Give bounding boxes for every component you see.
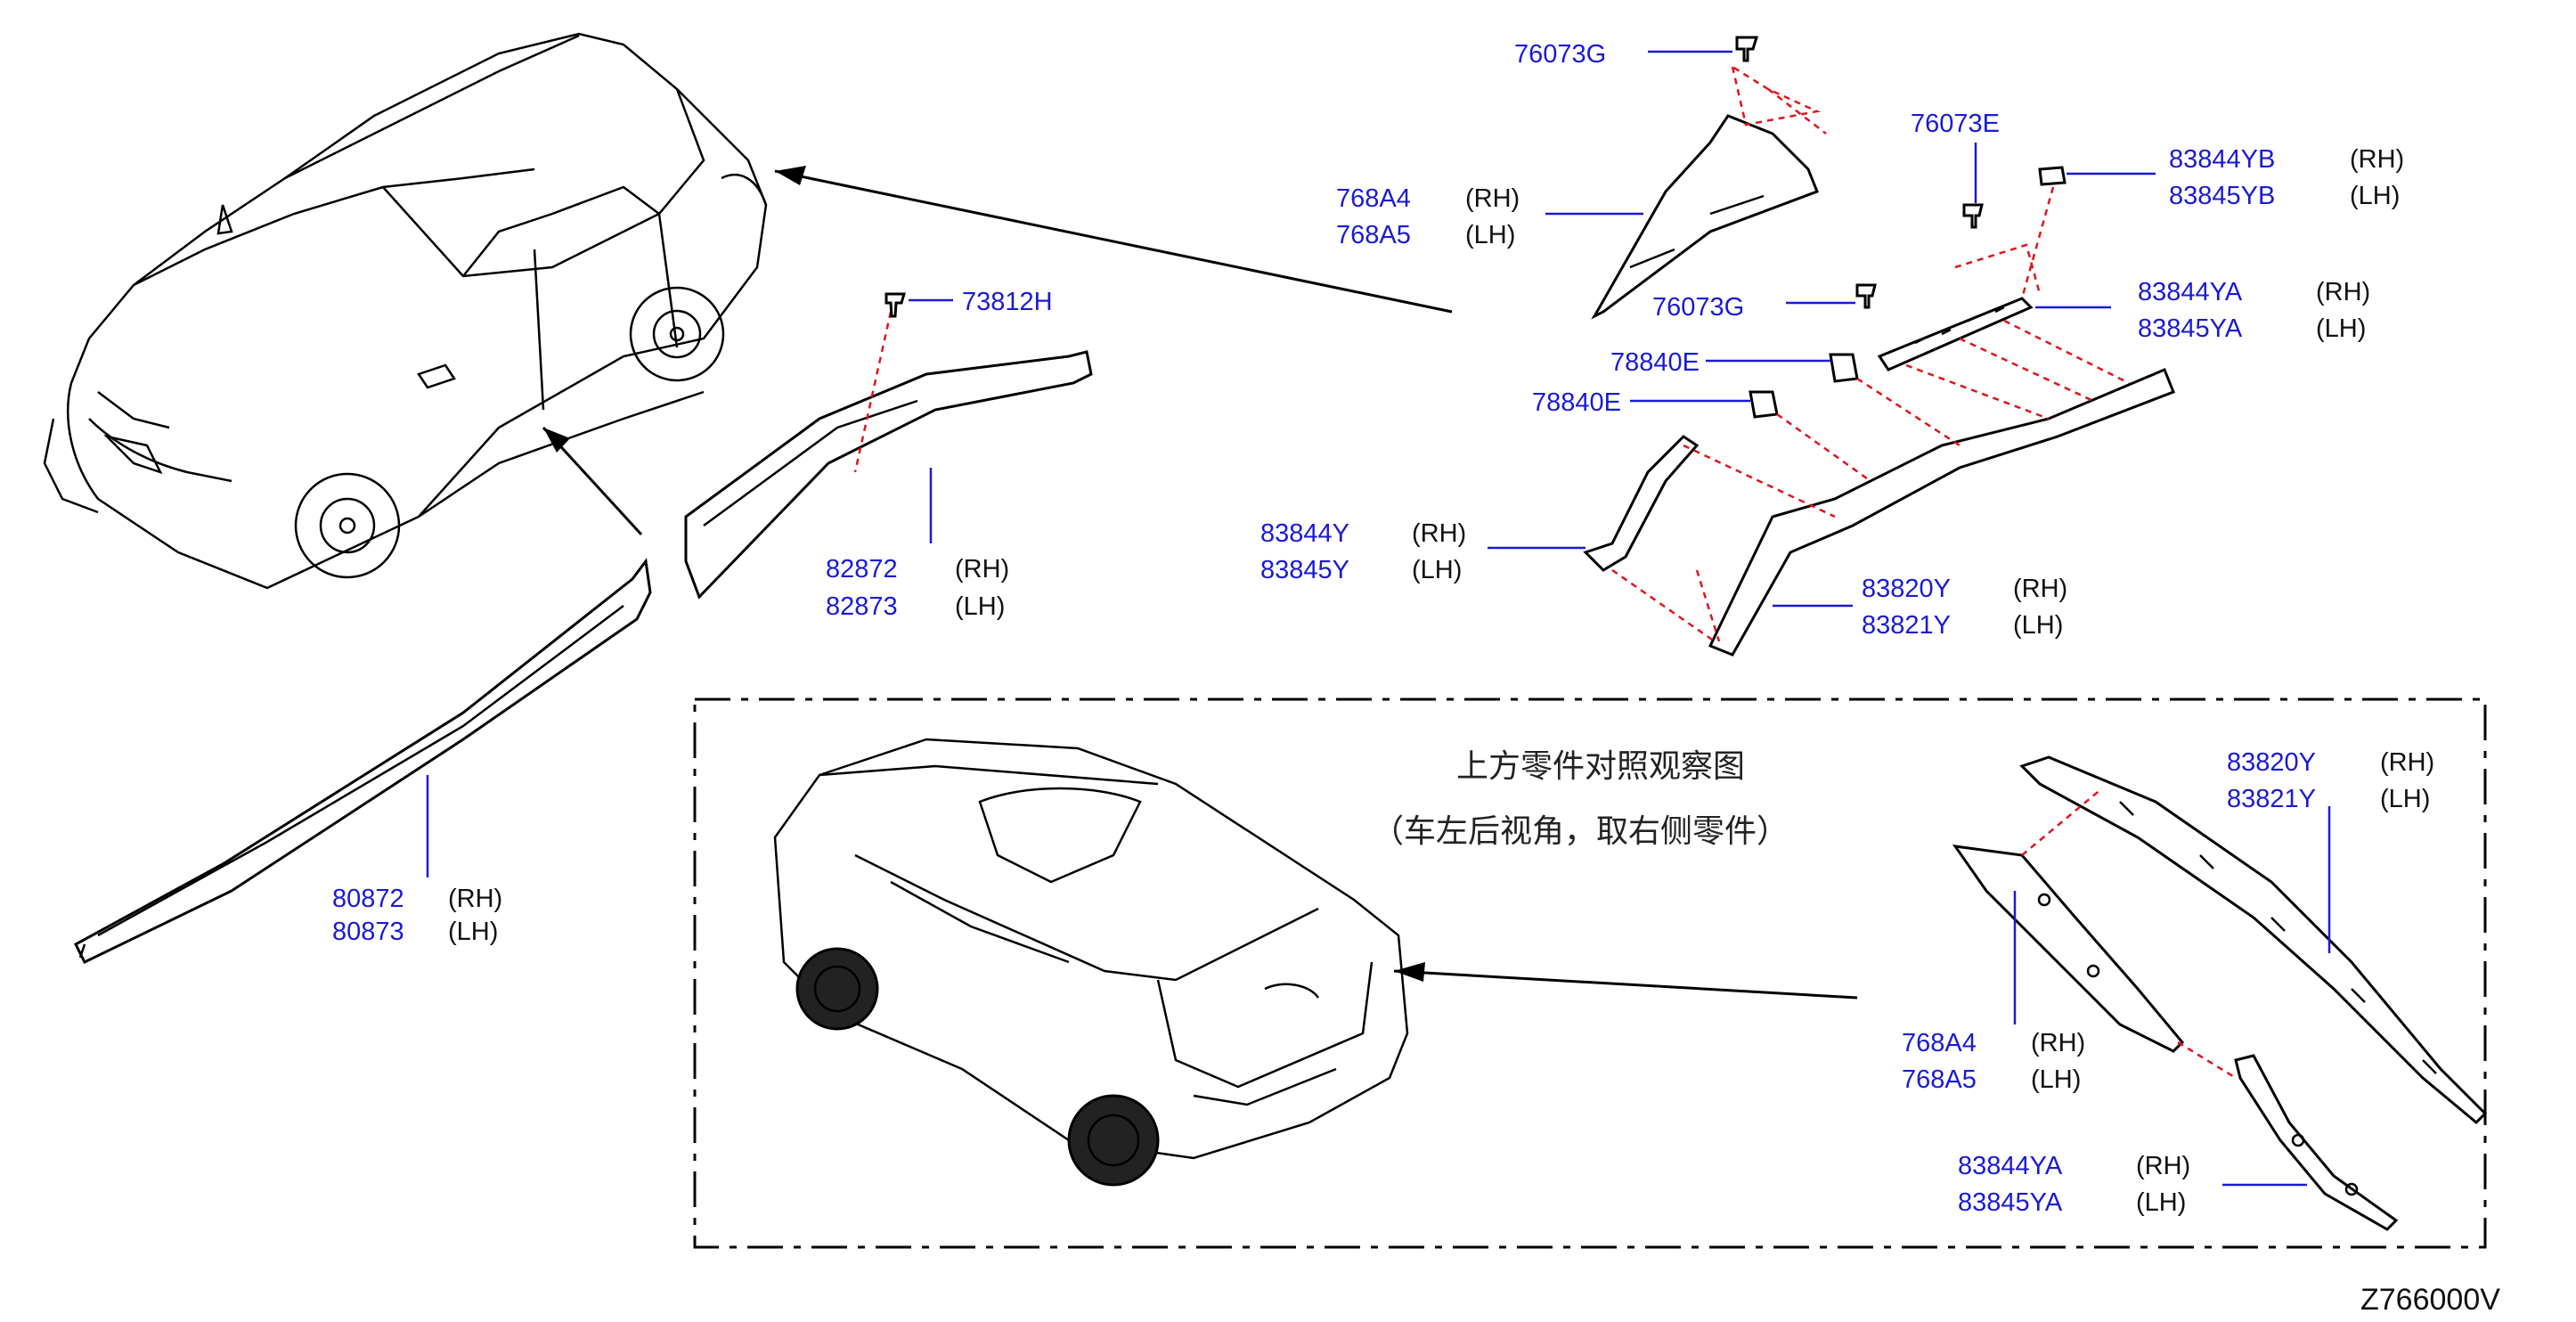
inset-label-83844YA: 83844YA [1958, 1152, 2063, 1180]
suv-rear-view [773, 738, 1858, 1187]
label-83844YA: 83844YA [2138, 278, 2243, 306]
part-768A4-pillar-trim [1545, 64, 1827, 320]
label-83844Y: 83844Y [1260, 519, 1349, 548]
clip-78840E-a [1706, 353, 1961, 447]
inset-part-83820Y [2019, 755, 2488, 1125]
clip-83844YB [2020, 166, 2156, 299]
inset-label-83845YA-side: (LH) [2136, 1188, 2186, 1217]
label-78840E-b: 78840E [1532, 388, 1621, 417]
label-83820Y-side: (RH) [2013, 575, 2067, 603]
label-768A4-side: (RH) [1465, 184, 1520, 213]
label-83845YA: 83845YA [2138, 314, 2243, 343]
label-83844YB-side: (RH) [2350, 145, 2404, 174]
inset-label-83845YA: 83845YA [1958, 1188, 2063, 1217]
label-80873: 80873 [332, 918, 404, 946]
diagram-code: Z766000V [2360, 1283, 2500, 1317]
label-76073E: 76073E [1911, 110, 2000, 138]
inset-part-83844YA [2222, 1054, 2399, 1231]
label-82873: 82873 [826, 592, 898, 621]
label-80873-side: (LH) [448, 918, 498, 946]
label-83844YA-side: (RH) [2316, 278, 2370, 306]
clip-76073E [1954, 143, 2042, 295]
arrow-head [543, 428, 570, 453]
part-80872-sill-moulding [74, 558, 652, 964]
clip-76073G-top [1648, 36, 1759, 62]
label-83845Y-side: (LH) [1412, 556, 1462, 584]
label-83845YA-side: (LH) [2316, 314, 2366, 343]
inset-label-83821Y: 83821Y [2227, 785, 2316, 813]
label-82872: 82872 [826, 555, 898, 583]
arrow-head [1394, 962, 1425, 982]
inset-subtitle: （车左后视角，取右侧零件） [1372, 813, 1789, 850]
label-768A5: 768A5 [1336, 221, 1411, 249]
clip-76073G-mid [1786, 283, 1877, 309]
inset-label-768A4: 768A4 [1902, 1029, 1977, 1057]
clip-78840E-b [1630, 390, 1871, 483]
inset-label-768A5: 768A5 [1902, 1065, 1977, 1094]
inset-label-768A4-side: (RH) [2031, 1029, 2085, 1057]
inset-part-768A4 [1952, 787, 2237, 1080]
inset-label-83820Y: 83820Y [2227, 748, 2316, 777]
inset-label-83821Y-side: (LH) [2380, 785, 2430, 813]
locator-arrows-front [542, 166, 1453, 536]
inset-label-768A5-side: (LH) [2031, 1065, 2081, 1094]
part-82872-door-moulding [684, 311, 1093, 600]
label-82872-side: (RH) [955, 555, 1009, 583]
label-76073G-top: 76073G [1514, 40, 1606, 69]
inset-label-83820Y-side: (RH) [2380, 748, 2434, 777]
arrow-head [775, 166, 806, 185]
label-80872-side: (RH) [448, 885, 502, 913]
inset-frame [693, 698, 2487, 1249]
clip-73812H [884, 292, 953, 318]
part-83820Y-roof-moulding [1695, 368, 2175, 657]
label-83845Y: 83845Y [1260, 556, 1349, 584]
label-83844YB: 83844YB [2169, 145, 2275, 174]
suv-front-view [43, 32, 768, 590]
label-83821Y-side: (LH) [2013, 611, 2063, 640]
label-83845YB-side: (LH) [2350, 182, 2400, 210]
label-768A4: 768A4 [1336, 184, 1411, 213]
label-80872: 80872 [332, 885, 404, 913]
label-78840E-a: 78840E [1610, 348, 1700, 377]
inset-title: 上方零件对照观察图 [1456, 748, 1745, 785]
label-83845YB: 83845YB [2169, 182, 2275, 210]
label-82873-side: (LH) [955, 592, 1005, 621]
part-83844Y-bracket [1488, 435, 1836, 643]
label-768A5-side: (LH) [1465, 221, 1515, 249]
label-83820Y: 83820Y [1862, 575, 1951, 603]
inset-label-83844YA-side: (RH) [2136, 1152, 2190, 1180]
label-83821Y: 83821Y [1862, 611, 1951, 640]
label-83844Y-side: (RH) [1412, 519, 1466, 548]
part-83844YA-retainer [1877, 297, 2130, 420]
label-76073G-mid: 76073G [1652, 293, 1744, 322]
label-73812H: 73812H [962, 288, 1053, 316]
